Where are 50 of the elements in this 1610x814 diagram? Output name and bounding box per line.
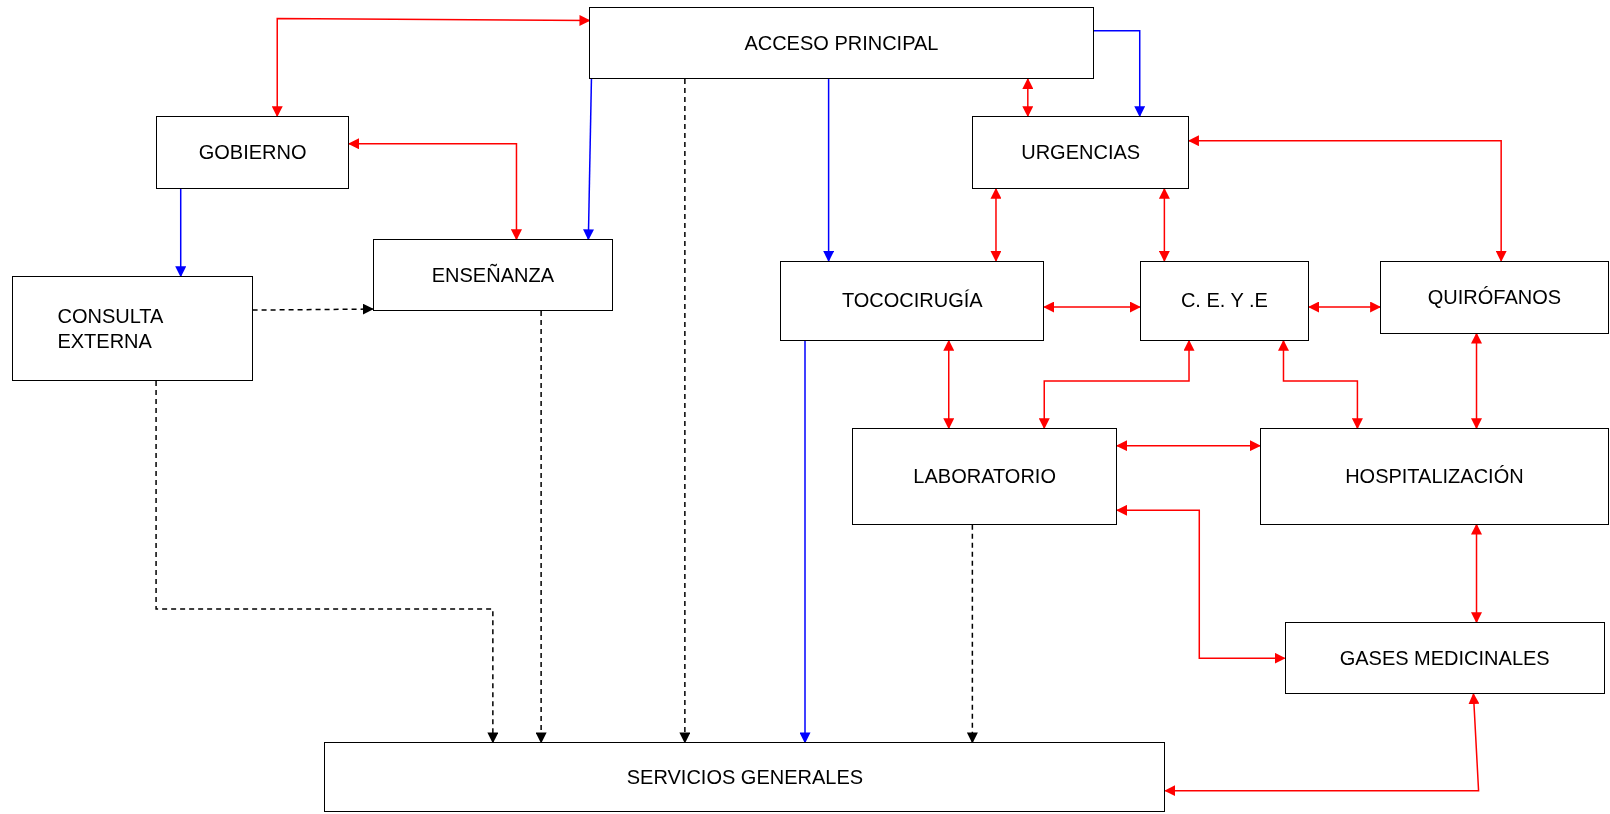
arrow: [1278, 339, 1363, 430]
arrow: [990, 187, 1002, 262]
arrow: [943, 339, 955, 430]
process-box: [972, 116, 1189, 189]
box-label: HOSPITALIZACIÓN: [1345, 463, 1524, 489]
arrow: [1092, 30, 1146, 118]
arrow: [1164, 693, 1480, 797]
process-box: [324, 742, 1166, 813]
arrow: [583, 78, 595, 241]
arrow: [1308, 301, 1382, 313]
arrow: [1187, 135, 1507, 262]
box-label: QUIRÓFANOS: [1427, 284, 1562, 310]
process-box: [589, 7, 1094, 80]
process-box: [1284, 622, 1605, 695]
dashed-arrow: [155, 380, 499, 744]
arrow: [1116, 440, 1261, 452]
arrow: [1471, 332, 1482, 430]
box-label: GOBIERNO: [198, 139, 307, 165]
box-label: URGENCIAS: [1021, 139, 1141, 165]
arrow: [348, 138, 522, 241]
box-label: ENSEÑANZA: [431, 262, 554, 288]
process-box: [12, 276, 253, 381]
process-box: [780, 260, 1045, 341]
dashed-arrow: [679, 78, 691, 744]
box-label: LABORATORIO: [913, 463, 1056, 489]
arrow: [823, 78, 835, 262]
process-box: [372, 239, 613, 312]
arrow: [1158, 187, 1170, 262]
process-box: [1380, 260, 1609, 334]
arrow: [1022, 77, 1034, 118]
dashed-arrow: [966, 523, 978, 744]
arrow: [1038, 339, 1195, 430]
box-label: GASES MEDICINALES: [1339, 645, 1550, 671]
arrow: [1043, 301, 1141, 313]
process-box: [156, 116, 350, 189]
box-label: SERVICIOS GENERALES: [626, 764, 864, 790]
box-label: TOCOCIRUGÍA: [841, 288, 983, 314]
box-label: CONSULTA EXTERNA: [57, 303, 164, 354]
process-box: [852, 428, 1118, 525]
dashed-arrow: [251, 303, 374, 315]
arrow: [799, 340, 811, 744]
process-box: [1139, 260, 1310, 341]
process-box: [1259, 428, 1609, 525]
arrow: [1116, 504, 1286, 664]
dashed-arrow: [535, 310, 547, 744]
box-label: C. E. Y .E: [1180, 288, 1268, 314]
arrow: [271, 14, 591, 118]
arrow: [175, 188, 187, 278]
box-label: ACCESO PRINCIPAL: [744, 30, 939, 56]
arrow: [1471, 523, 1482, 624]
